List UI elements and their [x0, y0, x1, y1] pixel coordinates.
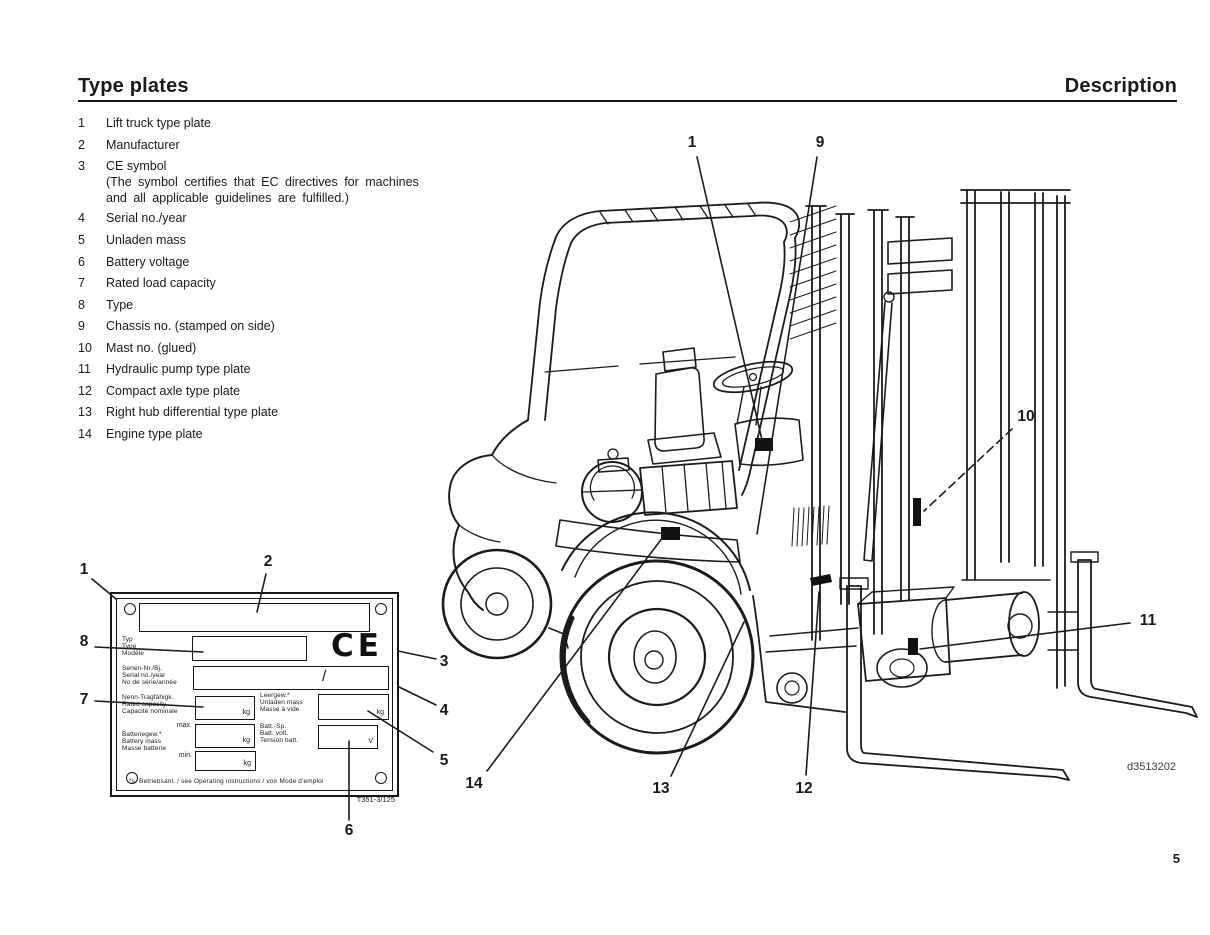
callout-plate-6: 6: [344, 822, 354, 839]
legend-text: Chassis no. (stamped on side): [106, 319, 275, 333]
section-title: Description: [1064, 75, 1177, 97]
legend-num: 3: [78, 159, 85, 173]
legend-num: 5: [78, 233, 85, 247]
type-plate-inner-border: [116, 598, 393, 791]
legend-num: 12: [78, 384, 92, 398]
callout-plate-1: 1: [79, 561, 89, 578]
battery-mass-label: Batteriegew.* Battery mass Masse batteri…: [122, 731, 167, 753]
legend-text: Manufacturer: [106, 138, 180, 152]
legend-text: Mast no. (glued): [106, 341, 197, 355]
legend-item-2: 2 Manufacturer: [78, 138, 180, 152]
legend-item-7: 7 Rated load capacity: [78, 276, 216, 290]
callout-truck-1: 1: [687, 134, 697, 151]
page-title: Type plates: [78, 75, 189, 97]
max-label: max.: [176, 722, 192, 729]
serial-slash: /: [322, 668, 327, 685]
callout-plate-7: 7: [79, 691, 89, 708]
screw-hole-icon: [375, 603, 387, 615]
legend-item-11: 11 Hydraulic pump type plate: [78, 362, 251, 376]
figure-code: d3513202: [1127, 761, 1176, 773]
header-rule: [78, 100, 1177, 102]
legend-num: 7: [78, 276, 85, 290]
type-plate-detail: Typ Type Modèle CE Serien-Nr./Bj. Serial…: [110, 592, 399, 797]
legend-num: 9: [78, 319, 85, 333]
callout-truck-14: 14: [465, 775, 483, 792]
legend-text: Right hub differential type plate: [106, 405, 279, 419]
screw-hole-icon: [124, 603, 136, 615]
callout-truck-13: 13: [652, 780, 670, 797]
legend-text: Engine type plate: [106, 427, 203, 441]
legend-text: CE symbol: [106, 159, 167, 173]
legend-text: Hydraulic pump type plate: [106, 362, 251, 376]
callout-plate-5: 5: [439, 752, 449, 769]
legend-num: 6: [78, 255, 85, 269]
legend-num: 11: [78, 362, 91, 376]
manufacturer-field: [139, 603, 370, 632]
legend-num: 14: [78, 427, 92, 441]
legend-item-4: 4 Serial no./year: [78, 211, 187, 225]
legend-text: Compact axle type plate: [106, 384, 241, 398]
battery-mass-max-field: kg: [195, 724, 255, 748]
legend-item-5: 5 Unladen mass: [78, 233, 186, 247]
legend-item-10: 10 Mast no. (glued): [78, 341, 196, 355]
battery-voltage-field: V: [318, 725, 378, 749]
legend-text: Unladen mass: [106, 233, 186, 247]
legend-text: Type: [106, 298, 134, 312]
legend-item-9: 9 Chassis no. (stamped on side): [78, 319, 275, 333]
legend-text: Rated load capacity: [106, 276, 216, 290]
unladen-mass-field: kg: [318, 694, 389, 720]
page-number: 5: [1172, 851, 1180, 866]
legend-item-1: 1 Lift truck type plate: [78, 116, 211, 130]
capacity-label: Nenn-Tragfähigk. Rated capacity Capacité…: [122, 694, 178, 716]
legend-item-3-note2: and all applicable guidelines are fulfil…: [106, 191, 349, 205]
callout-plate-2: 2: [263, 553, 273, 570]
legend-num: 8: [78, 298, 85, 312]
serial-field: /: [193, 666, 389, 690]
plate-drawing-code: T351-3/125: [356, 795, 395, 804]
ce-mark-icon: CE: [331, 628, 383, 664]
callout-plate-4: 4: [439, 702, 449, 719]
legend-text: Battery voltage: [106, 255, 190, 269]
plate-footnote: *s. Betriebsanl. / see Operating instruc…: [129, 778, 324, 785]
legend-num: 13: [78, 405, 92, 419]
serial-label: Serien-Nr./Bj. Serial no./year No de sér…: [122, 665, 177, 687]
screw-hole-icon: [126, 772, 138, 784]
legend-item-8: 8 Type: [78, 298, 133, 312]
type-label: Typ Type Modèle: [122, 636, 144, 658]
legend-item-3-note1: (The symbol certifies that EC directives…: [106, 175, 419, 189]
battery-mass-min-field: kg: [195, 751, 256, 771]
legend-text: Lift truck type plate: [106, 116, 211, 130]
type-field: [192, 636, 307, 661]
legend-item-6: 6 Battery voltage: [78, 255, 189, 269]
unladen-mass-label: Leergew.* Unladen mass Masse à vide: [260, 692, 303, 714]
callout-truck-10: 10: [1017, 408, 1035, 425]
callout-truck-9: 9: [815, 134, 825, 151]
legend-item-13: 13 Right hub differential type plate: [78, 405, 278, 419]
legend-item-14: 14 Engine type plate: [78, 427, 203, 441]
legend-item-3: 3 CE symbol: [78, 159, 166, 173]
min-label: min.: [178, 752, 192, 759]
plate-markers: [661, 438, 921, 655]
legend-num: 10: [78, 341, 92, 355]
callout-plate-3: 3: [439, 653, 449, 670]
legend-num: 4: [78, 211, 85, 225]
callout-plate-8: 8: [79, 633, 89, 650]
legend-num: 1: [78, 116, 85, 130]
legend-text: Serial no./year: [106, 211, 187, 225]
callout-truck-11: 11: [1139, 612, 1157, 629]
legend-num: 2: [78, 138, 85, 152]
screw-hole-icon: [375, 772, 387, 784]
capacity-field: kg: [195, 696, 255, 720]
callout-truck-12: 12: [795, 780, 813, 797]
legend-item-12: 12 Compact axle type plate: [78, 384, 240, 398]
battery-voltage-label: Batt.-Sp. Batt. volt. Tension batt.: [260, 723, 299, 745]
